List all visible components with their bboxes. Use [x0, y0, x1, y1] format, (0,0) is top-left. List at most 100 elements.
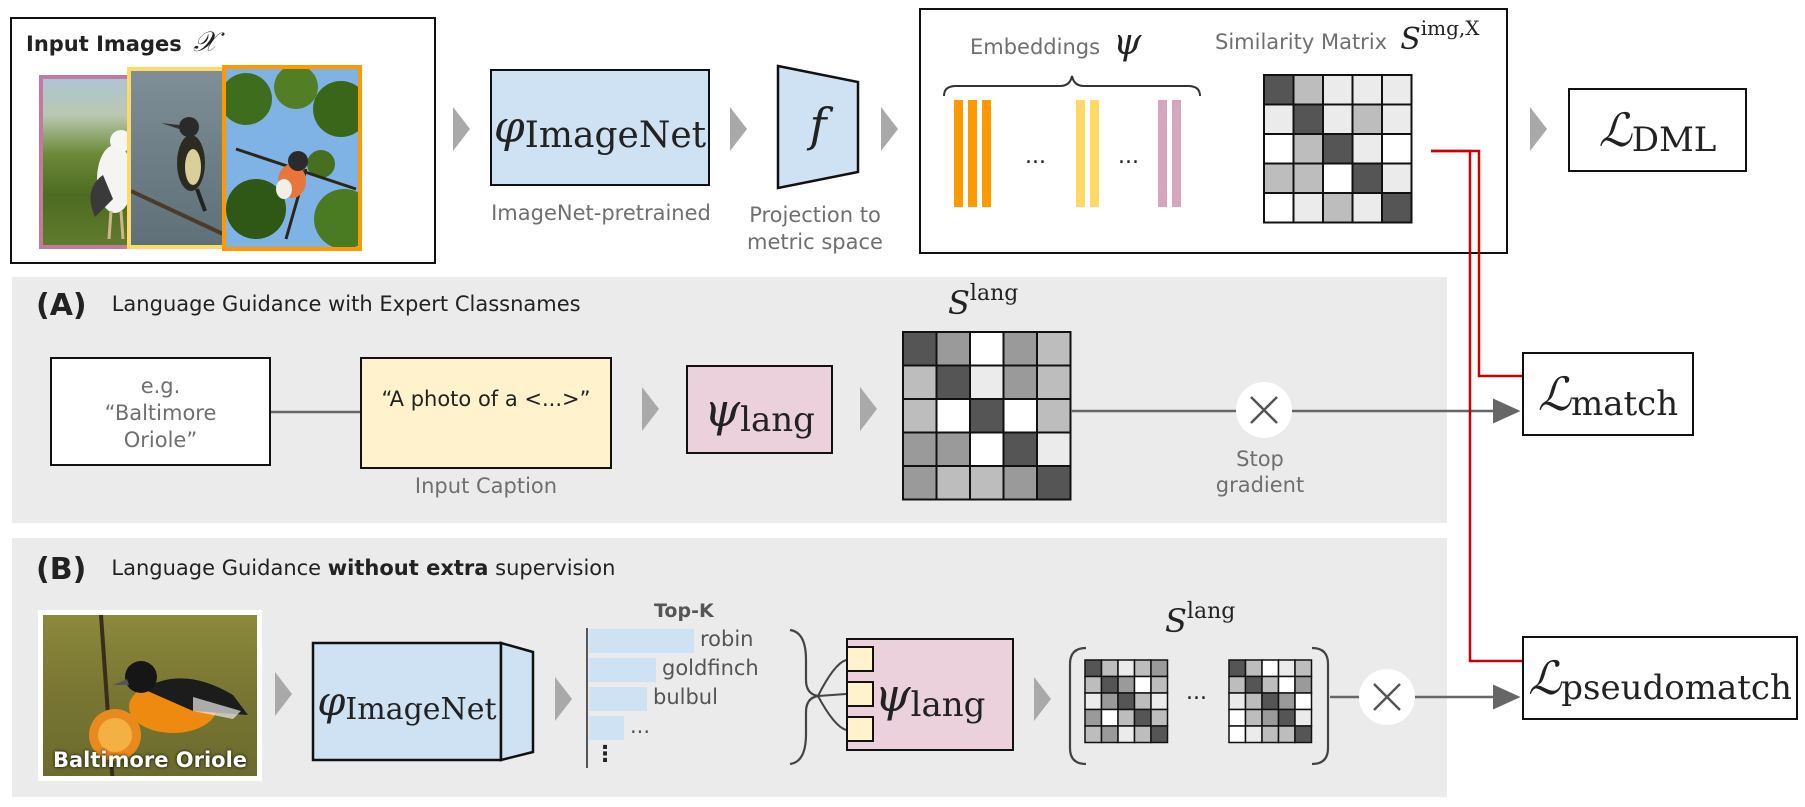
arrow-head-b3	[1034, 677, 1051, 721]
embeddings-panel	[919, 8, 1508, 254]
panel-a-tag: (A)	[36, 288, 87, 323]
arrow-head-4	[1530, 107, 1547, 151]
matrix-cell	[1322, 192, 1354, 224]
s-lang-label-a: Slang	[948, 281, 1019, 322]
panel-b-title: Language Guidance without extra supervis…	[111, 556, 615, 580]
arrow-head-b1	[275, 672, 292, 716]
matrix-group-dots: ...	[1186, 680, 1207, 705]
matrix-cell	[1381, 133, 1413, 165]
panel-b-title-bold: without extra	[327, 556, 489, 580]
matrix-cell	[935, 465, 971, 501]
lang-encoder-b-subscript: lang	[910, 684, 986, 725]
input-images-title: Input Images 𝒳	[26, 25, 217, 59]
s-lang-a-superscript: lang	[969, 281, 1019, 306]
matrix-group-paren-right	[1311, 646, 1330, 766]
matrix-cell	[1351, 133, 1383, 165]
embedding-bar-orange-1	[954, 100, 963, 207]
matrix-cell	[1036, 431, 1072, 467]
backbone-b-front	[311, 641, 503, 762]
matrix-cell	[1381, 192, 1413, 224]
input-image-woodpecker	[127, 67, 234, 249]
embedding-bar-pink-2	[1172, 100, 1181, 207]
backbone-b-symbol: φ	[317, 678, 346, 725]
oriole-drawing	[89, 615, 248, 776]
input-images-panel: Input Images 𝒳	[10, 17, 436, 264]
caption-tab-2	[846, 681, 874, 707]
matrix-cell	[1263, 192, 1295, 224]
s-lang-a-symbol: S	[948, 284, 970, 322]
loss-match-symbol: ℒ	[1537, 367, 1571, 421]
red-line-to-match	[1431, 149, 1522, 378]
embeddings-dots-1: ...	[1025, 144, 1046, 169]
matrix-cell	[1263, 162, 1295, 194]
matrix-cell	[902, 465, 938, 501]
topk-item-label: bulbul	[653, 685, 718, 709]
caption-tab-3	[846, 716, 874, 742]
matrix-cell	[969, 331, 1005, 367]
similarity-superscript: img,X	[1420, 16, 1480, 40]
s-lang-label-b: Slang	[1165, 599, 1235, 640]
matrix-cell	[1150, 725, 1169, 744]
topk-vdots: ⋮	[594, 742, 616, 767]
projection-trapezoid	[776, 64, 860, 190]
embedding-bar-yellow-1	[1076, 100, 1085, 207]
arrow-head-a2	[860, 387, 877, 431]
lang-encoder-b-symbol: ψ	[874, 667, 911, 722]
input-image-tree-bird	[222, 65, 362, 251]
loss-dml-symbol: ℒ	[1598, 103, 1632, 157]
matrix-cell	[1351, 74, 1383, 106]
topk-item-label: robin	[700, 627, 754, 651]
topk-item-label: goldfinch	[662, 656, 759, 680]
fanout-line-1	[817, 659, 847, 697]
pseudo-x-stroke-2	[1373, 683, 1401, 711]
matrix-cell	[1002, 431, 1038, 467]
oriole-photo-label: Baltimore Oriole	[52, 748, 248, 772]
backbone-b-subscript: ImageNet	[345, 692, 497, 727]
panel-a-header: (A) Language Guidance with Expert Classn…	[36, 288, 581, 323]
input-images-title-text: Input Images	[26, 32, 182, 56]
matrix-cell	[1036, 364, 1072, 400]
embeddings-label-group: Embeddings ψ	[970, 22, 1141, 63]
backbone-caption: ImageNet-pretrained	[491, 201, 711, 225]
loss-pseudomatch-subscript: pseudomatch	[1561, 668, 1792, 708]
oriole-photo: Baltimore Oriole	[38, 610, 262, 781]
matrix-cell	[902, 331, 938, 367]
embeddings-label: Embeddings	[970, 35, 1101, 59]
input-caption-text: “A photo of a <...>”	[381, 387, 591, 411]
stop-gradient-line1: Stop	[1236, 447, 1284, 471]
input-images-symbol: 𝒳	[193, 25, 218, 58]
embedding-bar-yellow-2	[1090, 100, 1099, 207]
projection-caption-line1: Projection to	[749, 203, 881, 227]
topk-bar	[589, 658, 656, 682]
topk-item: ...	[589, 714, 779, 740]
matrix-cell	[1263, 103, 1295, 135]
stop-gradient-line2: gradient	[1215, 473, 1305, 497]
panel-b-title-pre: Language Guidance	[111, 556, 328, 580]
projection-symbol: f	[809, 98, 827, 152]
backbone-b-side	[499, 641, 535, 762]
topk-label: Top-K	[654, 600, 714, 622]
example-line-1: e.g.	[140, 374, 181, 398]
fanout-line-2	[817, 693, 847, 697]
matrix-cell	[1294, 725, 1313, 744]
embeddings-dots-2: ...	[1118, 144, 1139, 169]
loss-pseudomatch-symbol: ℒ	[1528, 651, 1562, 705]
embedding-bar-pink-1	[1158, 100, 1167, 207]
panel-b-title-post: supervision	[488, 556, 616, 580]
projection-caption-line2: metric space	[747, 230, 883, 254]
matrix-cell	[969, 465, 1005, 501]
embedding-bar-orange-3	[982, 100, 991, 207]
